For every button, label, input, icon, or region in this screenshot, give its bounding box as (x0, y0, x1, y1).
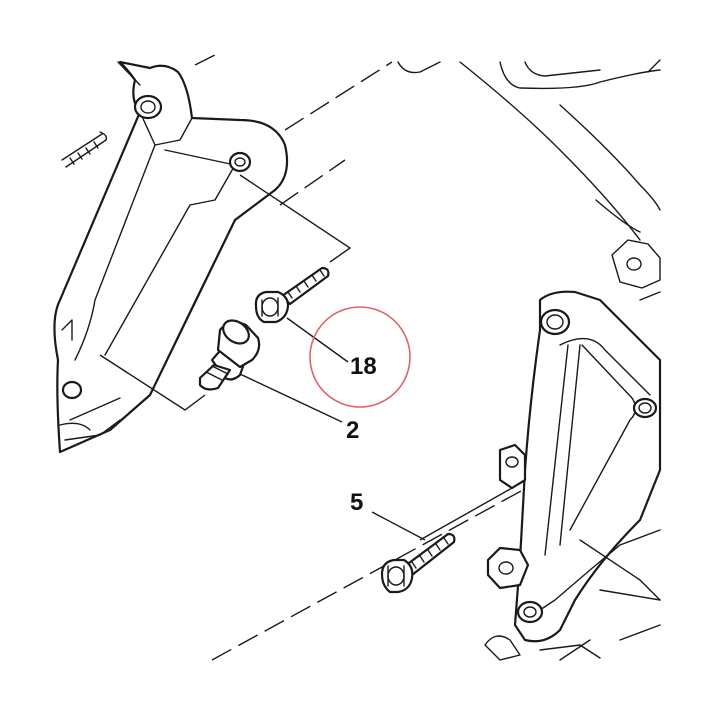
right-bracket (484, 290, 662, 661)
background-body-outline (397, 59, 661, 301)
callout-label-5: 5 (350, 489, 363, 516)
callout-label-2: 2 (346, 417, 359, 444)
left-bracket (53, 60, 289, 454)
bolt-18 (254, 266, 330, 324)
bolt-5 (380, 532, 456, 594)
pin-2 (198, 319, 261, 391)
highlight-circle (309, 306, 411, 408)
callouts: 18 2 5 (346, 353, 377, 516)
callout-label-18: 18 (350, 353, 377, 380)
